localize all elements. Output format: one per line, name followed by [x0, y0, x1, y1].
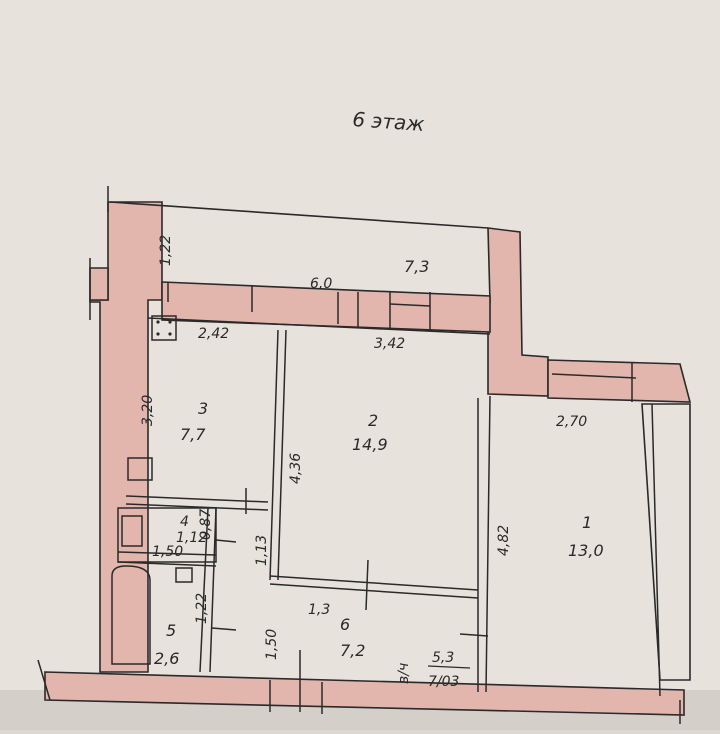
burner-4	[168, 332, 172, 336]
balcony-depth: 1,22	[158, 235, 174, 266]
room2-area: 14,9	[352, 435, 388, 454]
room3-number: 3	[198, 399, 208, 418]
burner-2	[168, 320, 172, 324]
wc-divider	[117, 551, 217, 556]
walls	[44, 201, 692, 716]
room1-depth: 4,82	[496, 525, 512, 556]
hall-fraction-bottom: 7/03	[428, 674, 459, 690]
bath-small: 1,22	[194, 593, 210, 624]
tick-6	[215, 539, 237, 543]
hall-note: в/ч	[396, 663, 412, 684]
kitchen-sink	[127, 457, 153, 481]
room3-bottom	[125, 495, 269, 503]
line-rooms-top	[147, 317, 491, 335]
window-c1	[551, 373, 637, 379]
room1-width: 2,70	[556, 414, 587, 430]
wall-top-right	[547, 359, 692, 403]
wc-dim: 0,87	[198, 509, 214, 540]
bath-right-wall-b	[209, 507, 217, 673]
room1-area: 13,0	[568, 541, 604, 560]
corridor-width: 1,3	[308, 602, 330, 618]
room3-area: 7,7	[180, 425, 206, 444]
room2-bottom-b	[269, 583, 479, 599]
room2-width: 3,42	[374, 336, 405, 352]
wall-left-stub	[89, 267, 109, 301]
hall-fraction-bar	[427, 665, 471, 669]
room6-number: 6	[340, 615, 350, 634]
balcony-top-rail	[109, 201, 489, 229]
sink	[175, 567, 193, 583]
tick-3	[365, 559, 369, 611]
room3-depth: 3,20	[140, 395, 156, 426]
corridor-mid: 1,13	[254, 535, 270, 566]
tick-5	[211, 627, 237, 631]
room6-area: 7,2	[340, 641, 365, 660]
partition-2-1b	[485, 395, 491, 693]
stove	[151, 315, 177, 341]
toilet	[121, 515, 143, 547]
corridor-left: 1,50	[264, 629, 280, 660]
partition-3-2	[269, 329, 279, 581]
tick-4	[459, 633, 489, 637]
wc-box	[117, 507, 217, 563]
room2-depth: 4,36	[288, 453, 304, 484]
room2-number: 2	[368, 411, 378, 430]
bathtub	[111, 565, 151, 665]
bath-top	[117, 561, 217, 567]
partition-3-2b	[277, 329, 287, 581]
room1-right	[651, 403, 661, 697]
burner-3	[156, 332, 160, 336]
bath-right-wall	[199, 507, 209, 673]
room3-width: 2,42	[198, 326, 229, 342]
wall-balcony-inner	[161, 281, 491, 333]
floor-label: 6 этаж	[352, 107, 425, 136]
room4-number: 4	[180, 514, 189, 530]
door-b5	[389, 303, 431, 307]
room4-area: 1,12	[176, 530, 207, 546]
room3-bottom-b	[125, 503, 269, 511]
room5-area: 2,6	[154, 649, 179, 668]
wall-bottom	[44, 671, 685, 716]
bath-dim: 1,50	[152, 544, 183, 560]
burner-1	[156, 320, 160, 324]
wall-right-outer	[641, 403, 691, 681]
room1-number: 1	[582, 513, 592, 532]
balcony-width: 6,0	[310, 276, 332, 292]
balcony-area: 7,3	[404, 257, 429, 276]
room2-bottom	[269, 575, 479, 591]
partitions	[37, 186, 681, 724]
hall-fraction-top: 5,3	[432, 650, 454, 666]
room5-number: 5	[166, 621, 176, 640]
tick-7	[37, 659, 51, 701]
